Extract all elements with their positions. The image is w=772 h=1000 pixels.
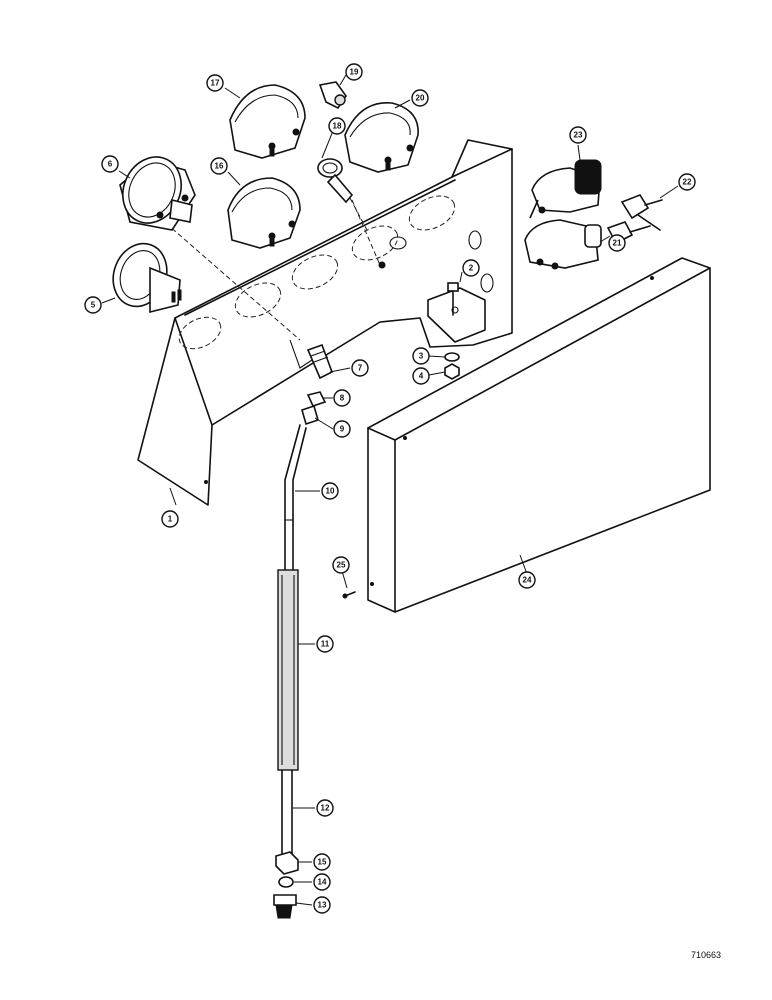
callout-12-label: 12 [321, 804, 330, 813]
callout-1-label: 1 [168, 515, 173, 524]
fitting-13 [273, 894, 297, 919]
indicator-light-18 [317, 158, 386, 269]
callout-6-label: 6 [108, 160, 113, 169]
instrument-panel [137, 139, 513, 506]
callout-15: 15 [313, 853, 331, 871]
callout-8: 8 [333, 389, 351, 407]
nut-15 [275, 851, 299, 875]
callout-11: 11 [316, 635, 334, 653]
cover-24 [367, 257, 711, 613]
callout-5: 5 [84, 296, 102, 314]
sleeve-14 [278, 876, 294, 888]
callout-1: 1 [161, 510, 179, 528]
tube-12 [281, 769, 293, 861]
bolt-2 [447, 282, 459, 316]
callout-18-label: 18 [333, 122, 342, 131]
callout-10: 10 [321, 482, 339, 500]
callout-25: 25 [332, 556, 350, 574]
callout-4: 4 [412, 367, 430, 385]
callout-22: 22 [678, 173, 696, 191]
drawing-number: 710663 [691, 950, 721, 960]
gauge-20 [344, 102, 419, 173]
callout-13-label: 13 [318, 901, 327, 910]
hose-11 [277, 569, 299, 771]
callout-17: 17 [206, 74, 224, 92]
callout-11-label: 11 [321, 640, 330, 649]
switch-23 [529, 159, 602, 219]
callout-19-label: 19 [350, 68, 359, 77]
callout-23: 23 [569, 126, 587, 144]
callout-15-label: 15 [318, 858, 327, 867]
screw-25 [342, 591, 356, 599]
gauge-6 [119, 156, 196, 231]
washer-3 [444, 352, 460, 362]
gauge-16 [227, 177, 301, 249]
callout-16-label: 16 [215, 162, 224, 171]
callout-22-label: 22 [683, 178, 692, 187]
tube-10 [284, 424, 307, 571]
callout-25-label: 25 [337, 561, 346, 570]
callout-7: 7 [351, 359, 369, 377]
callout-23-label: 23 [574, 131, 583, 140]
callout-9-label: 9 [340, 425, 345, 434]
gauge-17 [229, 84, 306, 159]
callout-19: 19 [345, 63, 363, 81]
callout-24-label: 24 [523, 576, 532, 585]
callout-7-label: 7 [358, 364, 363, 373]
nut-4 [444, 363, 460, 380]
switch-21 [524, 219, 602, 270]
callout-2: 2 [462, 259, 480, 277]
callout-3-label: 3 [419, 352, 424, 361]
callout-6: 6 [101, 155, 119, 173]
callout-16: 16 [210, 157, 228, 175]
callout-17-label: 17 [211, 79, 220, 88]
callout-12: 12 [316, 799, 334, 817]
callout-20-label: 20 [416, 94, 425, 103]
callout-10-label: 10 [326, 487, 335, 496]
callout-18: 18 [328, 117, 346, 135]
callout-21: 21 [608, 234, 626, 252]
gauge-5 [112, 242, 182, 314]
callout-14: 14 [313, 873, 331, 891]
callout-14-label: 14 [318, 878, 327, 887]
nut-8 [306, 391, 327, 407]
callout-4-label: 4 [419, 372, 424, 381]
callout-20: 20 [411, 89, 429, 107]
callout-8-label: 8 [340, 394, 345, 403]
elbow-7 [306, 343, 333, 380]
callout-2-label: 2 [469, 264, 474, 273]
callout-5-label: 5 [91, 301, 96, 310]
callout-9: 9 [333, 420, 351, 438]
callout-3: 3 [412, 347, 430, 365]
callout-13: 13 [313, 896, 331, 914]
sleeve-9 [301, 404, 319, 426]
bulb-19 [318, 81, 347, 110]
callout-24: 24 [518, 571, 536, 589]
callout-21-label: 21 [613, 239, 622, 248]
